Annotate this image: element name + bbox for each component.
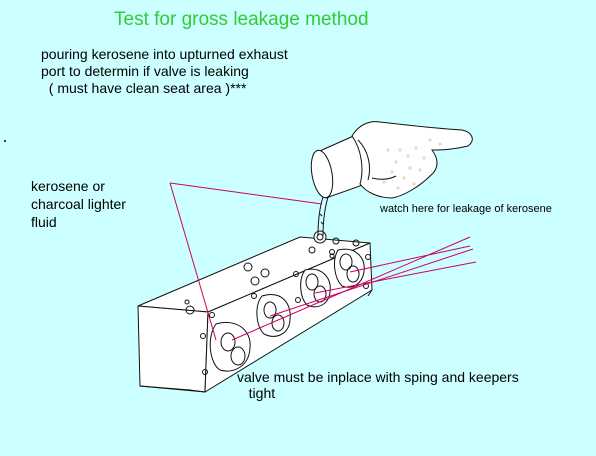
pointer-lines bbox=[169, 182, 477, 341]
hand bbox=[351, 121, 473, 199]
stray-dot bbox=[4, 140, 6, 142]
valve-label-line-1: valve must be inplace with sping and kee… bbox=[237, 369, 519, 385]
pointer-watch-3 bbox=[314, 261, 477, 294]
watch-label: watch here for leakage of kerosene bbox=[380, 203, 552, 215]
kerosene-label: kerosene or charcoal lighter fluid bbox=[31, 177, 126, 231]
kerosene-label-line-1: kerosene or bbox=[31, 178, 105, 194]
valve-label: valve must be inplace with sping and kee… bbox=[237, 369, 519, 401]
kerosene-label-line-2: charcoal lighter bbox=[31, 196, 126, 212]
pointer-kerosene-to-stream bbox=[169, 182, 323, 205]
intro-line-1: pouring kerosene into upturned exhaust bbox=[41, 46, 288, 62]
intro-line-3: ( must have clean seat area )*** bbox=[41, 80, 247, 96]
page-title: Test for gross leakage method bbox=[114, 9, 369, 30]
pointer-watch-4 bbox=[349, 245, 471, 273]
pointer-kerosene-to-chamber bbox=[169, 182, 217, 341]
intro-text: pouring kerosene into upturned exhaust p… bbox=[41, 46, 288, 97]
valve-label-line-2: tight bbox=[237, 385, 276, 401]
fluid-cup bbox=[310, 133, 369, 199]
intro-line-2: port to determin if valve is leaking bbox=[41, 63, 249, 79]
cylinder-head bbox=[137, 230, 373, 393]
kerosene-label-line-3: fluid bbox=[31, 214, 57, 230]
kerosene-stream bbox=[317, 193, 330, 237]
